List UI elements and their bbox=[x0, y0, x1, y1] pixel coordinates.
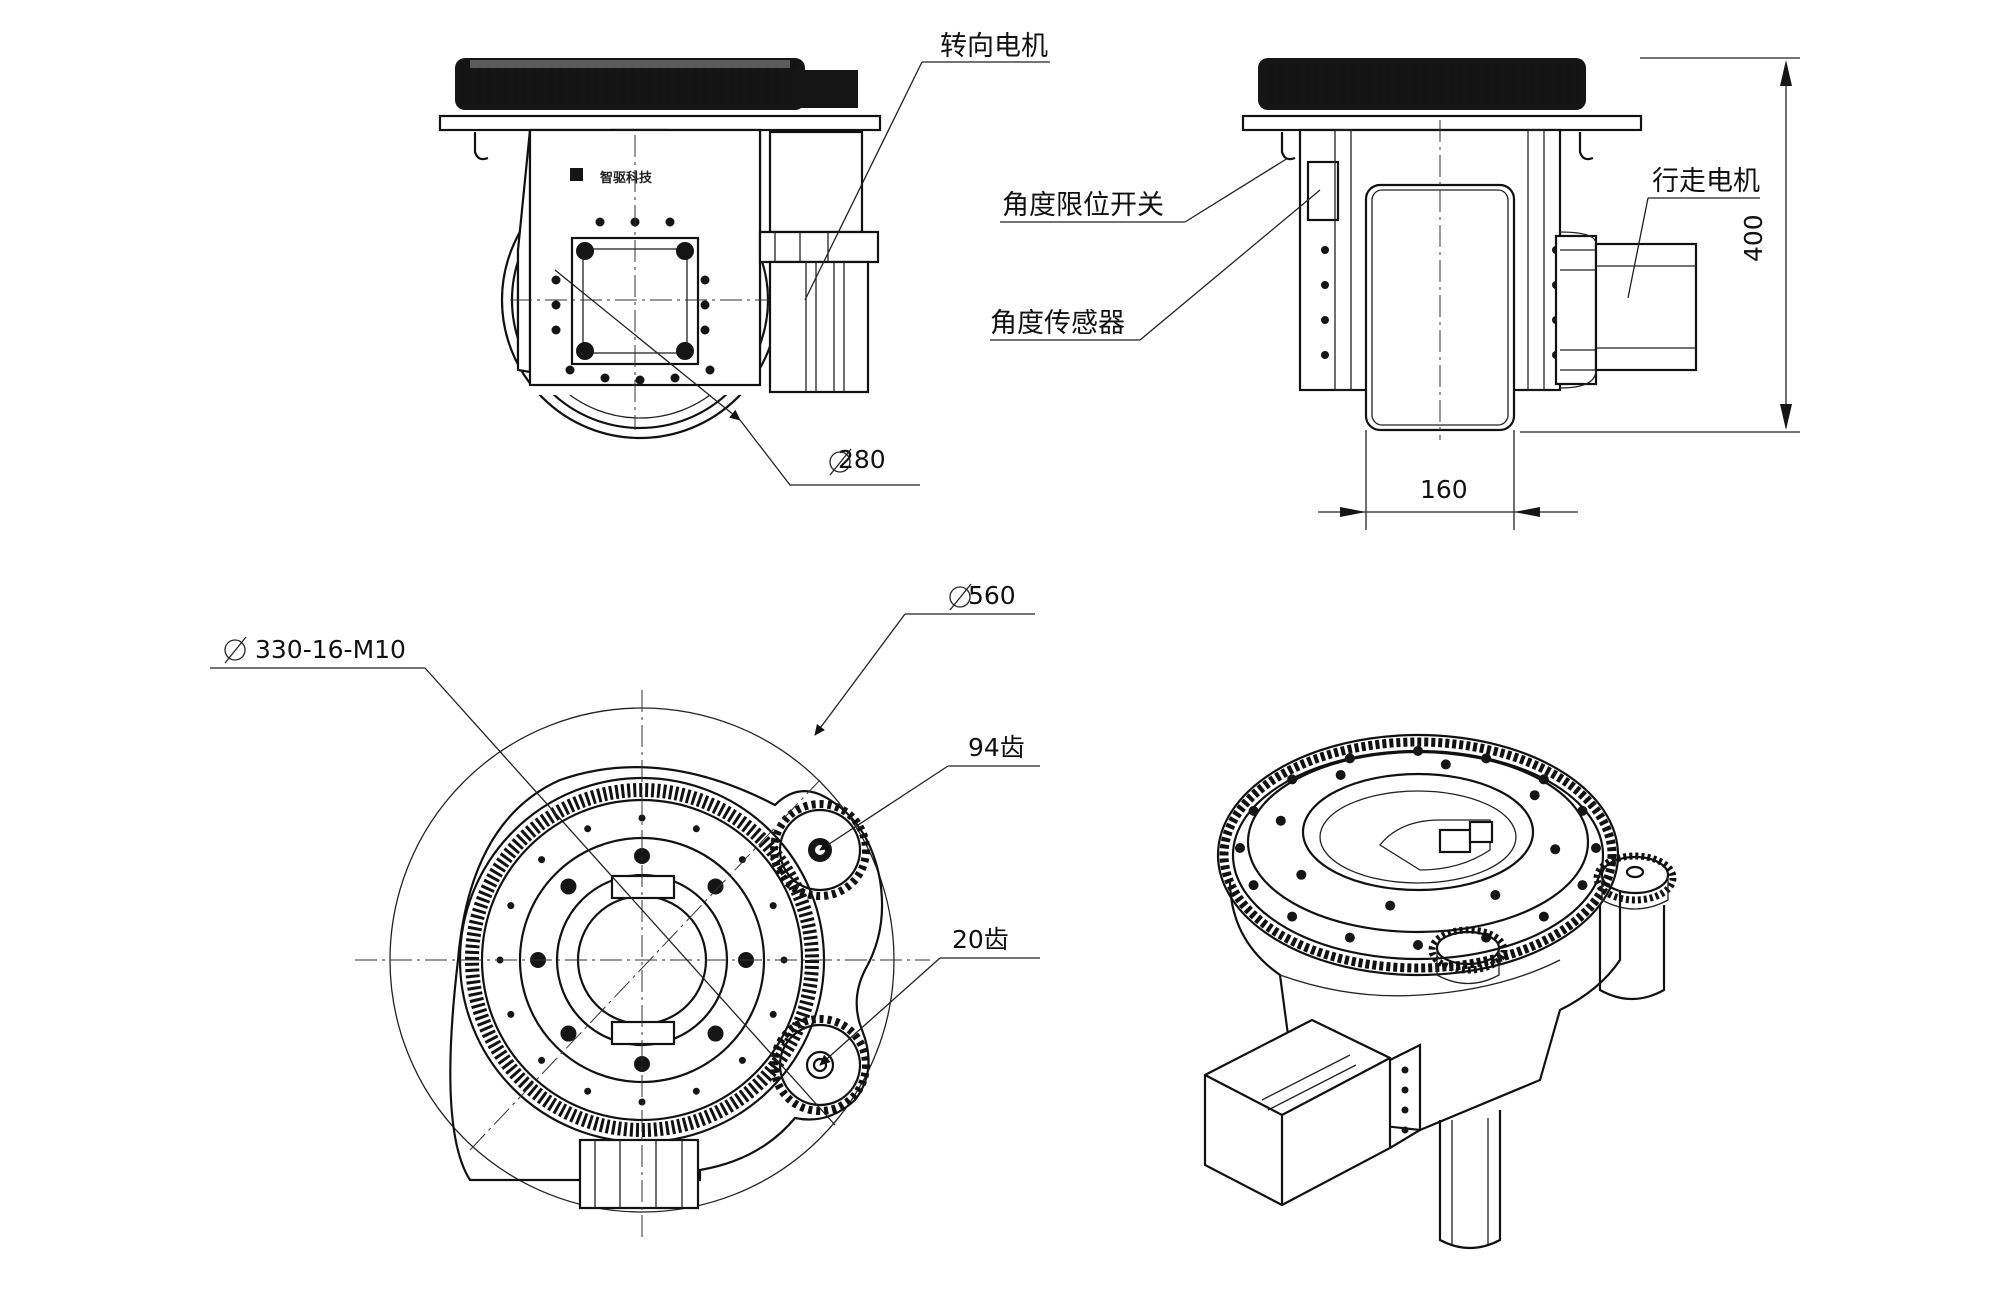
bolt-hole bbox=[692, 825, 700, 833]
bolt-hole bbox=[1413, 746, 1423, 756]
bolt-hole bbox=[595, 217, 605, 227]
bolt-hole bbox=[670, 373, 680, 383]
bolt-hole bbox=[560, 878, 577, 895]
bolt-hole bbox=[600, 373, 610, 383]
dim-gear-teeth-small: 20齿 bbox=[952, 925, 1009, 954]
bolt-hole bbox=[1344, 932, 1355, 943]
bolt-hole bbox=[1529, 790, 1540, 801]
bolt-hole bbox=[1440, 759, 1451, 770]
bolt-hole bbox=[1591, 843, 1601, 853]
bolt-hole bbox=[1538, 774, 1549, 785]
screw bbox=[1321, 351, 1329, 359]
dim-height: 400 bbox=[1739, 214, 1768, 262]
mounting-plate bbox=[438, 114, 882, 132]
screw bbox=[1401, 1126, 1409, 1134]
bolt-hole bbox=[738, 1056, 746, 1064]
screw bbox=[1401, 1106, 1409, 1114]
bolt-hole bbox=[1490, 890, 1501, 901]
diameter-symbol bbox=[829, 448, 852, 476]
bolt-hole bbox=[1413, 940, 1423, 950]
travel-motor-body bbox=[1594, 242, 1698, 372]
label-steering-motor: 转向电机 bbox=[940, 31, 1048, 62]
iso-pinion-center bbox=[1428, 926, 1508, 985]
iso-travel-motor bbox=[1203, 1018, 1392, 1207]
mounting-plate-side bbox=[1241, 114, 1643, 132]
bolt-hole bbox=[769, 1010, 777, 1018]
bolt-hole bbox=[551, 275, 561, 285]
top-view: 330-16-M10 560 94齿 20齿 bbox=[210, 581, 1040, 1240]
diameter-symbol-outer bbox=[949, 583, 972, 611]
side-view: 400 160 角度限位开关 角度传感器 行走电机 bbox=[990, 57, 1800, 530]
screw bbox=[1321, 281, 1329, 289]
bolt-hole bbox=[507, 902, 515, 910]
dim-outer-diameter: 560 bbox=[968, 581, 1016, 610]
bolt-hole bbox=[584, 825, 592, 833]
diameter-symbol-bolt bbox=[224, 636, 247, 664]
bolt-hole bbox=[707, 878, 724, 895]
bolt-hole bbox=[1248, 880, 1259, 891]
bolt-hole bbox=[1296, 869, 1307, 880]
bolt-hole bbox=[738, 856, 746, 864]
bolt-hole bbox=[1344, 753, 1355, 764]
bolt-hole bbox=[560, 1025, 577, 1042]
screw bbox=[1401, 1066, 1409, 1074]
bolt-hole bbox=[638, 814, 646, 822]
bolt-hole bbox=[700, 275, 710, 285]
iso-pinion-right bbox=[1593, 852, 1677, 1000]
dim-wheel-diameter: 280 bbox=[838, 445, 886, 474]
steering-motor-body bbox=[768, 130, 864, 234]
screw bbox=[1321, 246, 1329, 254]
bolt-hole bbox=[1235, 843, 1245, 853]
angle-limit-switch-part bbox=[1306, 160, 1340, 222]
dim-wheel-width: 160 bbox=[1420, 475, 1468, 504]
logo-text: 智驱科技 bbox=[600, 170, 653, 186]
bolt-hole bbox=[584, 1087, 592, 1095]
dim-bolt-circle: 330-16-M10 bbox=[255, 635, 406, 664]
bolt-hole bbox=[700, 300, 710, 310]
bolt-hole bbox=[1335, 769, 1346, 780]
bolt-hole bbox=[1538, 911, 1549, 922]
screw bbox=[1321, 316, 1329, 324]
bolt-hole bbox=[551, 325, 561, 335]
dim-gear-teeth-large: 94齿 bbox=[968, 733, 1025, 762]
label-travel-motor: 行走电机 bbox=[1652, 166, 1760, 197]
bolt-hole bbox=[565, 365, 575, 375]
bolt-hole bbox=[705, 365, 715, 375]
bolt-hole bbox=[1577, 880, 1588, 891]
bolt-hole bbox=[634, 1056, 650, 1072]
bolt-hole bbox=[1577, 805, 1588, 816]
bolt-hole bbox=[1287, 774, 1298, 785]
bolt-hole bbox=[551, 300, 561, 310]
screw bbox=[1401, 1086, 1409, 1094]
bolt-hole bbox=[1385, 900, 1396, 911]
bolt-hole bbox=[769, 902, 777, 910]
housing-outline bbox=[449, 766, 884, 1182]
bolt-hole bbox=[1248, 805, 1259, 816]
label-angle-limit-switch: 角度限位开关 bbox=[1002, 190, 1164, 221]
bolt-hole bbox=[1550, 844, 1561, 855]
bolt-hole bbox=[538, 1056, 546, 1064]
bolt-hole bbox=[635, 375, 645, 385]
label-angle-sensor: 角度传感器 bbox=[990, 308, 1125, 339]
bolt-hole bbox=[538, 856, 546, 864]
bolt-hole bbox=[700, 325, 710, 335]
bolt-hole bbox=[692, 1087, 700, 1095]
bolt-hole bbox=[707, 1025, 724, 1042]
bolt-hole bbox=[507, 1010, 515, 1018]
bolt-hole bbox=[1275, 815, 1286, 826]
front-view: 智驱科技 280 转向电机 bbox=[438, 31, 1050, 486]
bolt-hole bbox=[634, 848, 650, 864]
bolt-hole bbox=[665, 217, 675, 227]
pinion-gear-lower bbox=[770, 1015, 870, 1115]
isometric-view bbox=[1203, 733, 1677, 1250]
bolt-hole bbox=[1481, 753, 1492, 764]
bolt-hole bbox=[1287, 911, 1298, 922]
